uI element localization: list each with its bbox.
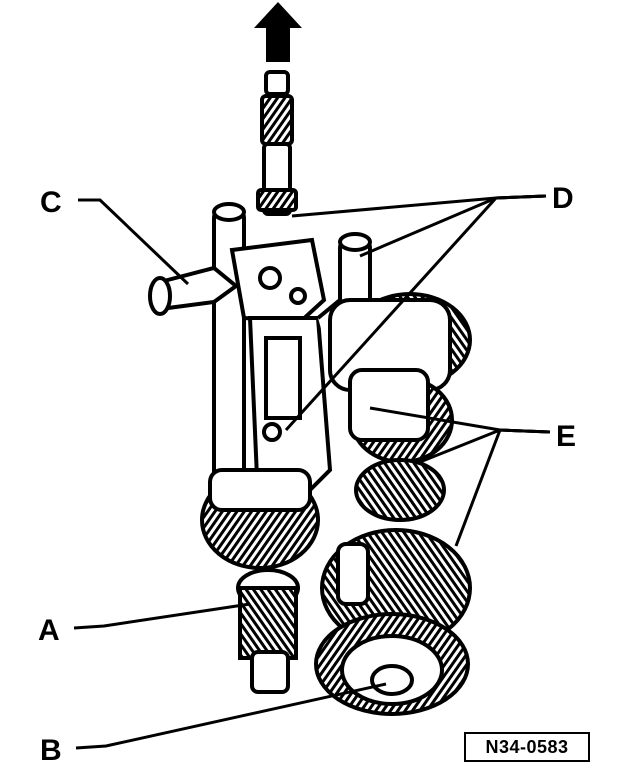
pull-direction-arrow [254, 2, 302, 62]
callout-e: E [556, 420, 576, 453]
callout-d: D [552, 182, 574, 215]
selector-lever [148, 237, 327, 325]
leader-c [78, 198, 190, 286]
leader-e-3 [454, 428, 551, 547]
leader-lines [73, 194, 551, 750]
shift-housing [247, 297, 363, 502]
callout-c: C [40, 186, 62, 219]
leader-d-3 [284, 194, 547, 432]
callout-a: A [38, 614, 60, 647]
leader-b [75, 682, 387, 750]
gear-lower-right [314, 528, 472, 716]
gear-cluster-upper [328, 292, 472, 522]
gear-lower-left [200, 468, 320, 694]
reference-code-box: N34-0583 [464, 732, 590, 762]
reference-code: N34-0583 [485, 736, 569, 757]
leader-a [73, 602, 251, 630]
callout-b: B [40, 734, 62, 767]
input-shaft [256, 70, 298, 216]
